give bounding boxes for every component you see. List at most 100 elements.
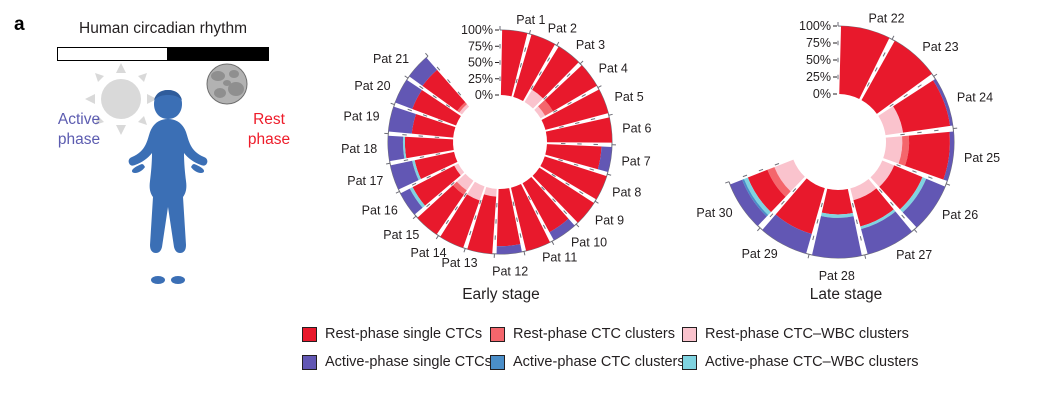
stacked-bar-segment bbox=[762, 214, 812, 254]
radial-tick bbox=[479, 199, 482, 205]
stacked-bar-segment bbox=[395, 79, 422, 109]
stacked-bar-segment bbox=[943, 131, 954, 181]
active-phase-label-line1: Active bbox=[57, 111, 101, 128]
human-figure-icon bbox=[125, 88, 211, 289]
legend-item-rest-wbc-clusters: Rest-phase CTC–WBC clusters bbox=[682, 326, 1042, 342]
radial-tick bbox=[469, 230, 472, 236]
stacked-bar-segment bbox=[417, 185, 464, 235]
radial-tick bbox=[554, 84, 559, 89]
stacked-bar-segment bbox=[742, 179, 769, 217]
radial-tick bbox=[882, 52, 886, 57]
patient-label: Pat 10 bbox=[571, 235, 607, 249]
patient-label: Pat 17 bbox=[347, 174, 383, 188]
radial-tick bbox=[535, 210, 539, 215]
radial-tick bbox=[889, 103, 894, 107]
stacked-bar-segment bbox=[500, 30, 528, 97]
category-boundary-tick bbox=[594, 200, 599, 204]
category-boundary-tick bbox=[551, 241, 555, 246]
polar-radial-axis: 100%75%50%25%0% bbox=[799, 19, 837, 101]
category-boundary-tick bbox=[523, 251, 526, 256]
radial-tick bbox=[890, 201, 894, 206]
stacked-bar-segment bbox=[402, 136, 407, 159]
stacked-bar-segment bbox=[879, 165, 923, 210]
radial-tick bbox=[445, 104, 451, 108]
legend-swatch-rest-wbc-clusters bbox=[682, 326, 697, 342]
stacked-bar-segment bbox=[412, 165, 461, 206]
radial-tick bbox=[866, 82, 870, 87]
radial-tick bbox=[774, 163, 780, 166]
radial-tick bbox=[917, 84, 922, 88]
legend-label-active-single: Active-phase single CTCs bbox=[325, 354, 492, 370]
radial-tick bbox=[874, 67, 878, 72]
rest-phase-label: Rest phase bbox=[232, 110, 306, 150]
radial-tick bbox=[474, 215, 477, 220]
radial-tick bbox=[781, 200, 785, 205]
radial-tick bbox=[878, 188, 883, 193]
patient-label: Pat 24 bbox=[957, 90, 993, 104]
patient-label: Pat 27 bbox=[896, 248, 932, 262]
patient-label: Pat 14 bbox=[410, 246, 446, 260]
radial-tick bbox=[900, 133, 905, 136]
legend-item-active-single: Active-phase single CTCs bbox=[302, 354, 492, 370]
legend-item-active-wbc-clusters: Active-phase CTC–WBC clusters bbox=[682, 354, 1042, 370]
category-boundary-tick bbox=[390, 102, 395, 106]
radial-tick bbox=[551, 173, 556, 178]
radial-tick bbox=[573, 163, 579, 166]
day-light-segment bbox=[58, 48, 168, 60]
active-phase-label: Active phase bbox=[36, 110, 122, 150]
category-boundary-tick bbox=[891, 35, 895, 40]
radial-tick bbox=[422, 114, 428, 117]
radial-tick bbox=[567, 101, 572, 105]
stacked-bar-segment bbox=[412, 160, 421, 181]
radial-tick bbox=[579, 191, 584, 195]
radial-tick bbox=[411, 182, 417, 186]
legend-swatch-active-clusters bbox=[490, 354, 505, 370]
patient-label: Pat 21 bbox=[373, 52, 409, 66]
stacked-bar-segment bbox=[883, 136, 903, 164]
patient-label: Pat 23 bbox=[922, 40, 958, 54]
stacked-bar-segment bbox=[456, 173, 474, 191]
stacked-bar-segment bbox=[404, 136, 454, 159]
radial-tick bbox=[542, 224, 546, 230]
radial-tick bbox=[450, 182, 455, 186]
legend-item-rest-clusters: Rest-phase CTC clusters bbox=[490, 326, 682, 342]
sun-icon bbox=[84, 62, 158, 141]
radial-tick bbox=[438, 119, 443, 123]
patient-label: Pat 13 bbox=[441, 256, 477, 270]
stacked-bar-segment bbox=[774, 159, 805, 192]
category-boundary-tick bbox=[435, 235, 439, 240]
stacked-bar-segment bbox=[904, 131, 950, 180]
category-boundary-tick bbox=[463, 248, 466, 253]
radial-tick bbox=[812, 235, 815, 241]
radial-tick bbox=[445, 219, 450, 225]
radial-tick bbox=[581, 94, 586, 98]
patient-label: Pat 7 bbox=[621, 154, 650, 168]
radial-tick bbox=[903, 93, 908, 98]
legend-item-active-clusters: Active-phase CTC clusters bbox=[490, 354, 685, 370]
category-boundary-tick bbox=[913, 229, 918, 233]
stacked-bar-segment bbox=[532, 167, 594, 223]
radial-tick bbox=[851, 202, 854, 208]
stacked-bar-segment bbox=[545, 144, 602, 170]
stacked-bar-segment bbox=[743, 177, 771, 216]
radial-tick bbox=[407, 108, 412, 112]
radial-tick bbox=[758, 168, 764, 172]
radial-tick bbox=[574, 122, 580, 125]
radial-axis-tick-label: 100% bbox=[461, 23, 493, 37]
category-boundary-tick bbox=[575, 223, 580, 228]
radial-tick bbox=[524, 47, 527, 52]
radial-axis-tick-label: 100% bbox=[799, 19, 831, 33]
stacked-bar-segment bbox=[861, 40, 932, 114]
radial-tick bbox=[454, 206, 458, 211]
stacked-bar-segment bbox=[513, 34, 555, 102]
radial-tick bbox=[769, 213, 774, 218]
radial-tick bbox=[419, 156, 425, 159]
category-boundary-tick bbox=[556, 41, 560, 46]
stacked-bar-segment bbox=[467, 194, 497, 254]
legend-label-active-clusters: Active-phase CTC clusters bbox=[513, 354, 685, 370]
patient-label: Pat 26 bbox=[942, 208, 978, 222]
radial-tick bbox=[512, 201, 515, 207]
